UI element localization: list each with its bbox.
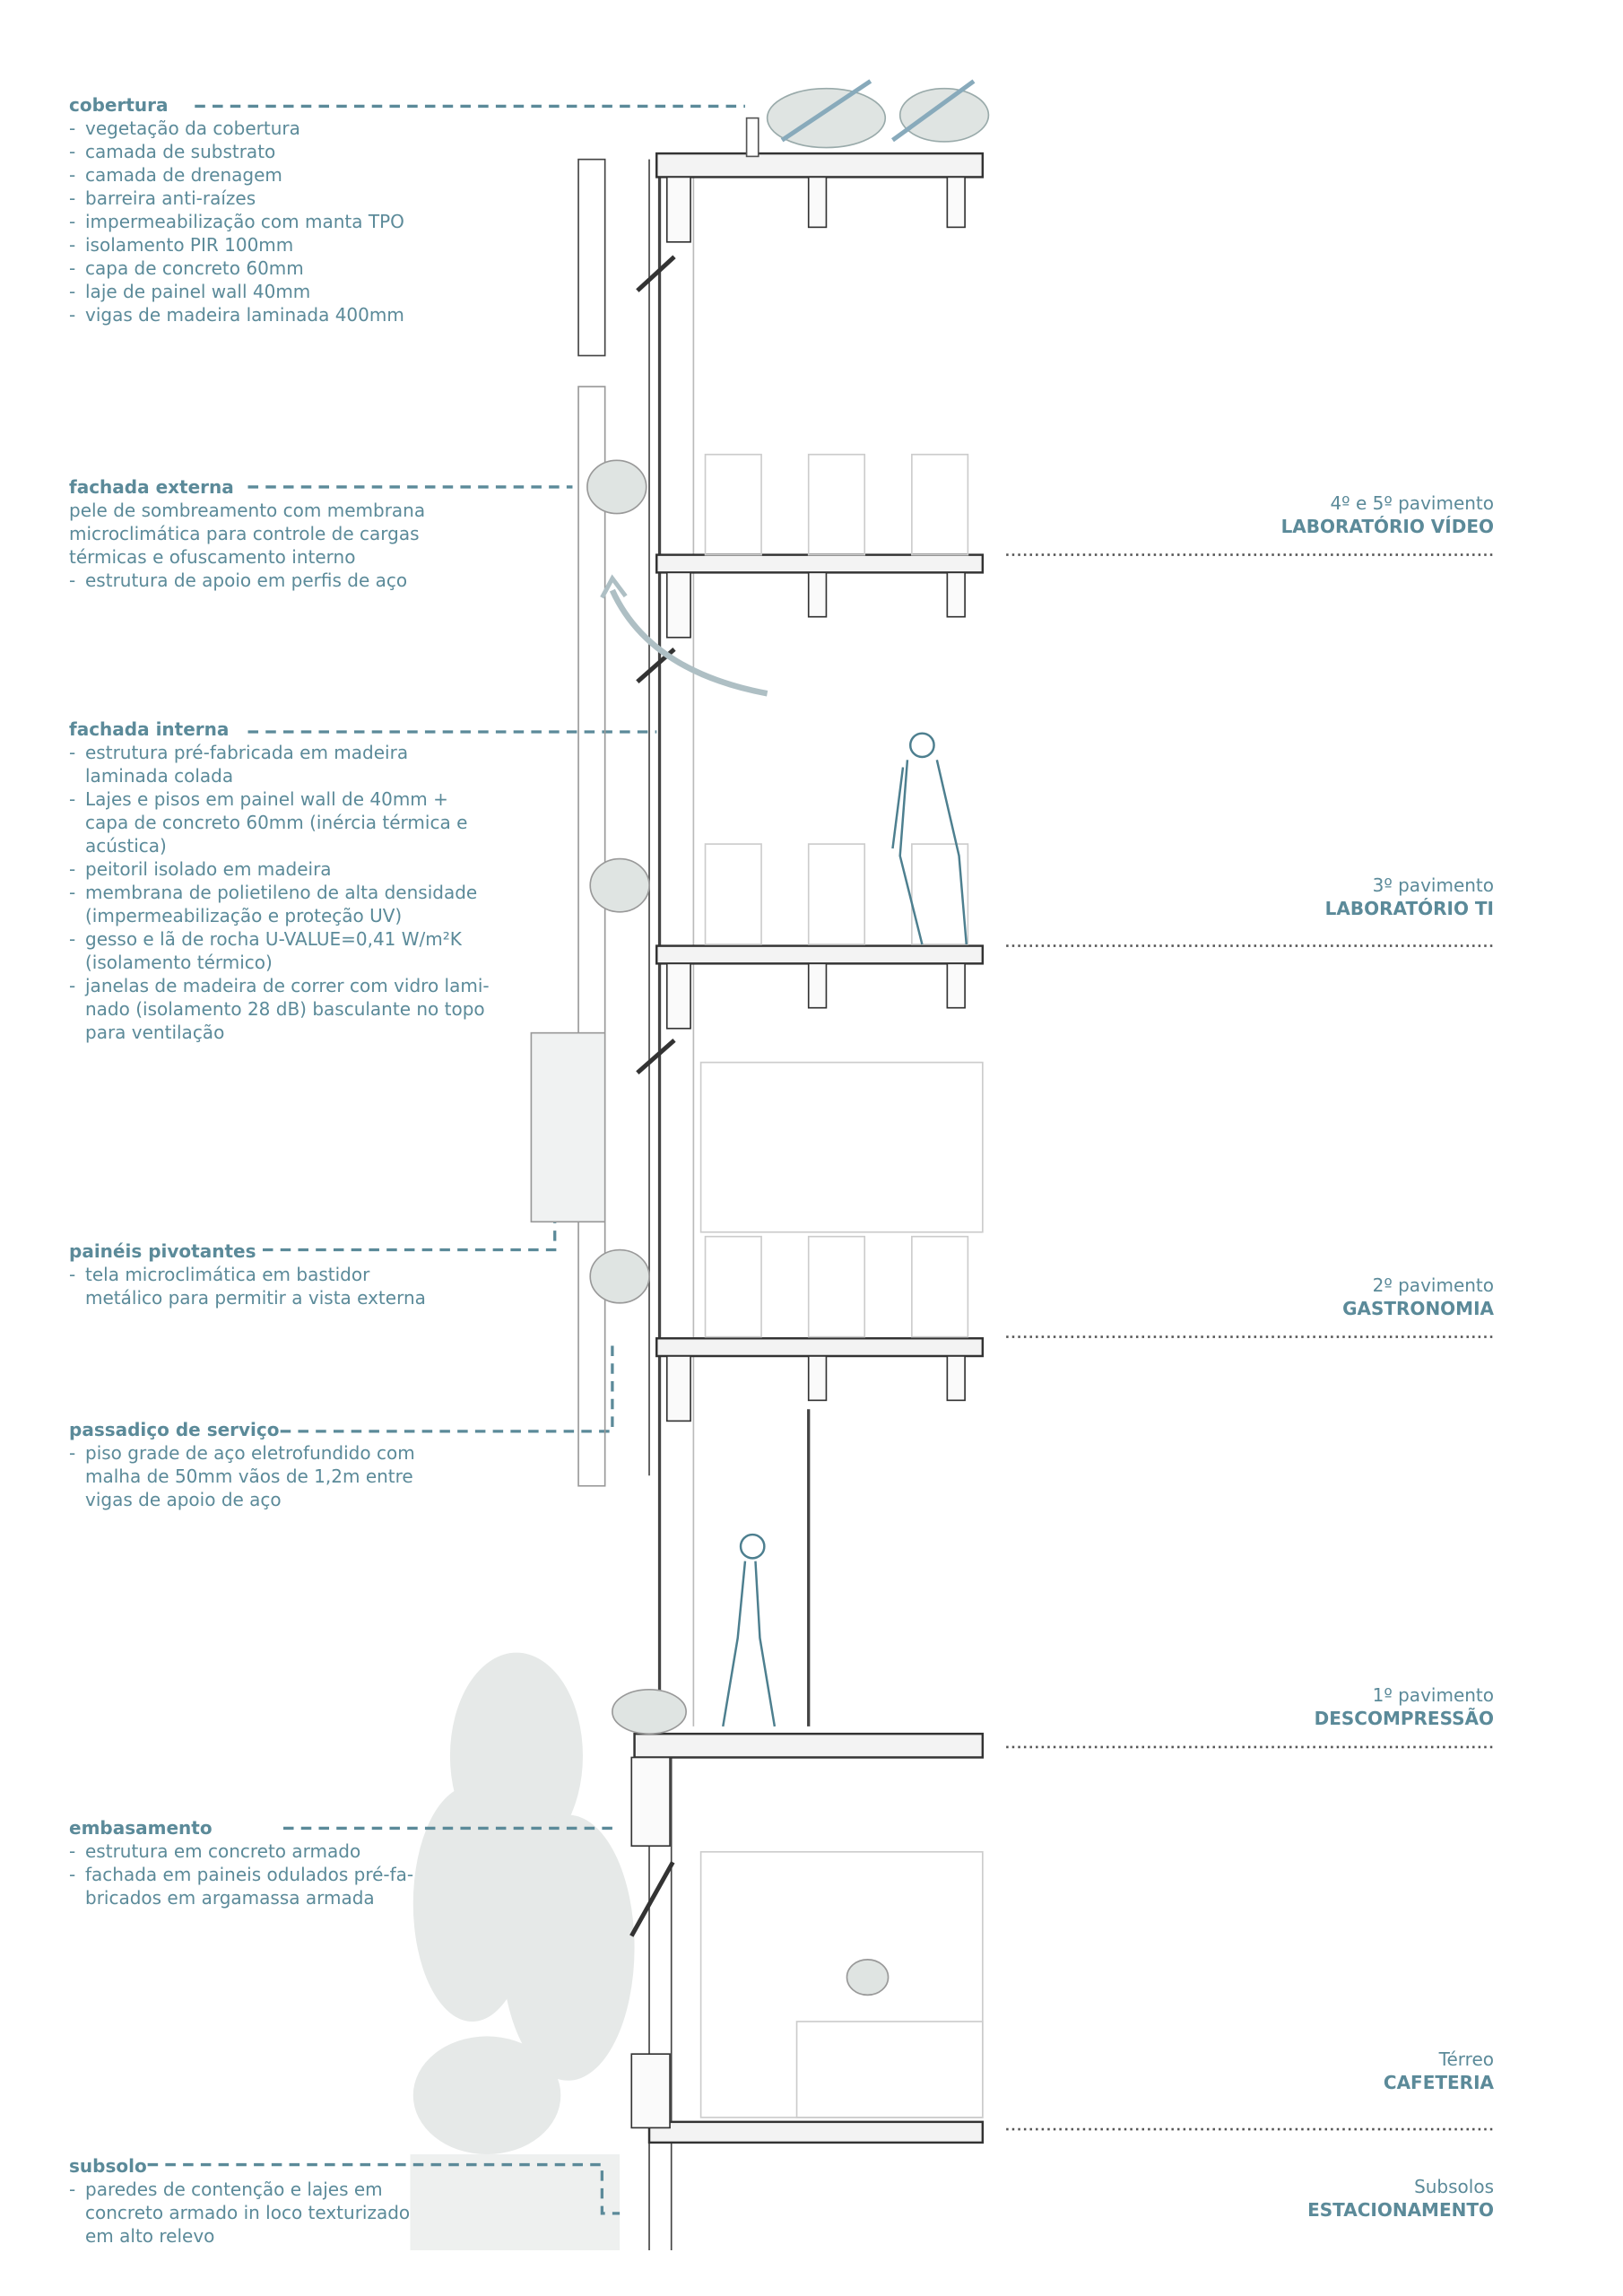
floor-level: 2º pavimento xyxy=(1372,1274,1494,1296)
note-item: janelas de madeira de correr com vidro l… xyxy=(69,974,490,1044)
floor-use: CAFETERIA xyxy=(1383,2072,1494,2093)
note-title: subsolo xyxy=(69,2155,147,2177)
floor-level-lines xyxy=(1006,553,1495,2131)
note-item: membrana de polietileno de alta densidad… xyxy=(69,881,490,927)
note-title: fachada interna xyxy=(69,718,230,740)
floor-label-terreo: Térreo CAFETERIA xyxy=(1384,2048,1494,2094)
note-text: térmicas e ofuscamento interno xyxy=(69,546,356,568)
note-title: painéis pivotantes xyxy=(69,1240,256,1262)
floor-level: 1º pavimento xyxy=(1372,1684,1494,1706)
floor-use: LABORATÓRIO TI xyxy=(1324,898,1494,919)
people-figures xyxy=(722,732,968,1727)
note-item: Lajes e pisos em painel wall de 40mm + c… xyxy=(69,787,490,857)
note-title: fachada externa xyxy=(69,476,234,498)
note-subsolo: subsolo paredes de contenção e lajes em … xyxy=(69,2154,419,2248)
tree-silhouettes xyxy=(410,1652,635,2250)
floor-level: 4º e 5º pavimento xyxy=(1330,492,1494,514)
note-item: camada de drenagem xyxy=(69,163,404,187)
floor-use: LABORATÓRIO VÍDEO xyxy=(1280,516,1494,537)
note-item: barreira anti-raízes xyxy=(69,187,404,210)
note-item: capa de concreto 60mm xyxy=(69,257,404,280)
beams xyxy=(630,176,966,2129)
note-title: embasamento xyxy=(69,1817,213,1839)
floor-label-4-5: 4º e 5º pavimento LABORATÓRIO VÍDEO xyxy=(1281,491,1494,538)
floor-level: Subsolos xyxy=(1414,2176,1494,2197)
note-item: estrutura em concreto armado xyxy=(69,1839,428,1863)
floor-level: Térreo xyxy=(1438,2048,1494,2070)
note-embasamento: embasamento estrutura em concreto armado… xyxy=(69,1816,428,1909)
note-item: vigas de madeira laminada 400mm xyxy=(69,303,404,326)
roof-vegetation xyxy=(745,79,990,158)
note-cobertura: cobertura vegetação da cobertura camada … xyxy=(69,93,404,326)
note-item: peitoril isolado em madeira xyxy=(69,857,490,881)
floor-use: DESCOMPRESSÃO xyxy=(1314,1708,1494,1729)
airflow-arrow-icon xyxy=(609,588,768,697)
floor-level: 3º pavimento xyxy=(1372,874,1494,896)
note-item: piso grade de aço eletrofundido com malh… xyxy=(69,1441,428,1511)
note-fachada-interna: fachada interna estrutura pré-fabricada … xyxy=(69,718,490,1044)
facade-planters xyxy=(586,459,890,1996)
leader-lines xyxy=(147,104,745,2215)
note-item: laje de painel wall 40mm xyxy=(69,280,404,303)
note-text: microclimática para controle de cargas xyxy=(69,523,420,544)
floor-slabs xyxy=(633,152,985,2144)
floor-label-1: 1º pavimento DESCOMPRESSÃO xyxy=(1315,1683,1494,1730)
pivot-windows xyxy=(629,255,676,1937)
note-item: paredes de contenção e lajes em concreto… xyxy=(69,2178,419,2248)
note-item: vegetação da cobertura xyxy=(69,117,404,140)
floor-label-subsolos: Subsolos ESTACIONAMENTO xyxy=(1307,2175,1494,2222)
note-item: estrutura pré-fabricada em madeira lamin… xyxy=(69,741,490,787)
note-paineis-pivotantes: painéis pivotantes tela microclimática e… xyxy=(69,1239,428,1309)
note-item: tela microclimática em bastidor metálico… xyxy=(69,1263,428,1309)
floor-use: ESTACIONAMENTO xyxy=(1307,2199,1494,2221)
note-item: camada de substrato xyxy=(69,140,404,163)
note-item: isolamento PIR 100mm xyxy=(69,233,404,257)
note-text: pele de sombreamento com membrana xyxy=(69,500,426,521)
note-fachada-externa: fachada externa pele de sombreamento com… xyxy=(69,475,425,592)
note-item: fachada em paineis odulados pré-fa-brica… xyxy=(69,1863,428,1909)
floor-use: GASTRONOMIA xyxy=(1342,1298,1494,1319)
note-item: gesso e lã de rocha U-VALUE=0,41 W/m²K (… xyxy=(69,927,490,974)
note-item: estrutura de apoio em perfis de aço xyxy=(69,569,425,592)
note-title: passadiço de serviço xyxy=(69,1419,280,1440)
facade-structure xyxy=(530,158,811,2250)
note-passadico: passadiço de serviço piso grade de aço e… xyxy=(69,1418,428,1511)
note-title: cobertura xyxy=(69,94,169,116)
interior-furniture xyxy=(699,453,984,2118)
floor-label-2: 2º pavimento GASTRONOMIA xyxy=(1342,1274,1494,1320)
note-item: impermeabilização com manta TPO xyxy=(69,210,404,233)
floor-label-3: 3º pavimento LABORATÓRIO TI xyxy=(1325,874,1494,920)
